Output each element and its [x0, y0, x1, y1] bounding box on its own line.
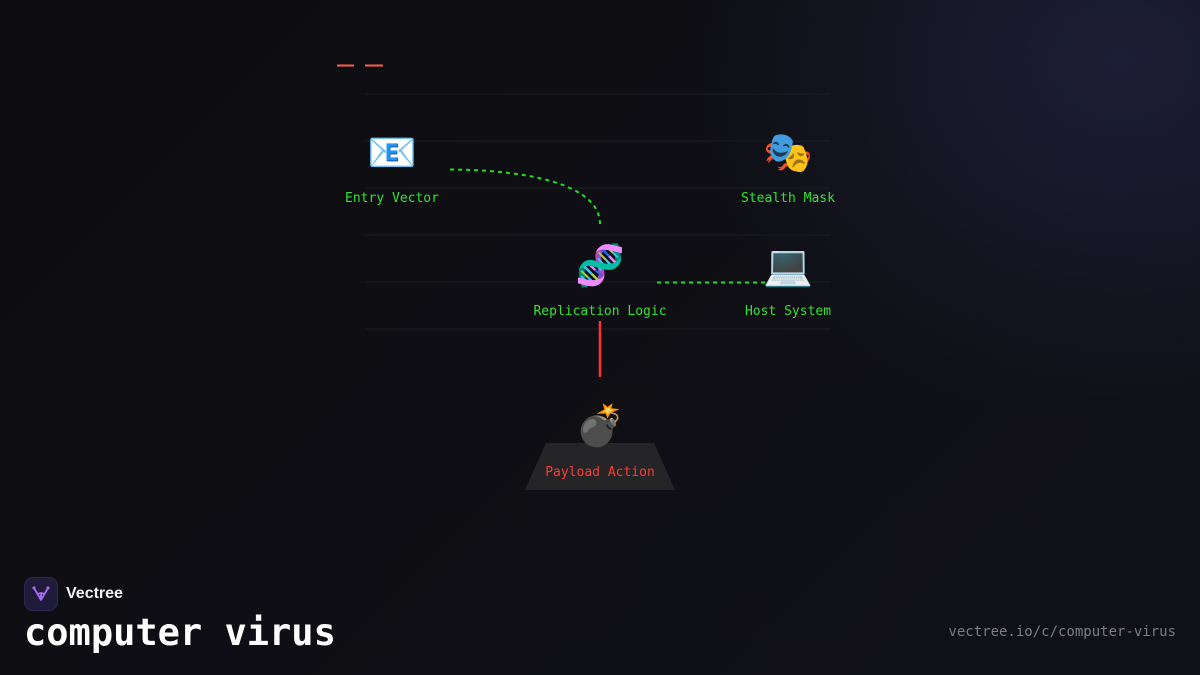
masks-icon: 🎭: [763, 130, 813, 176]
node-entry-vector[interactable]: 📧 Entry Vector: [345, 130, 439, 206]
dna-icon: 🧬: [575, 241, 625, 289]
source-url[interactable]: vectree.io/c/computer-virus: [948, 624, 1176, 640]
node-host-system[interactable]: 💻 Host System: [745, 243, 831, 319]
node-label: Payload Action: [545, 465, 655, 480]
laptop-icon: 💻: [763, 243, 813, 289]
pedestal-layer: [525, 443, 675, 490]
gridlines: [365, 93, 830, 330]
bomb-icon: 💣: [575, 402, 625, 451]
node-payload-action[interactable]: 💣 Payload Action: [545, 402, 655, 480]
payload-pedestal: [525, 443, 675, 490]
node-label: Entry Vector: [345, 191, 439, 206]
envelope-icon: 📧: [367, 130, 417, 176]
edges: [449, 168, 768, 377]
node-label: Stealth Mask: [741, 191, 835, 206]
node-label: Replication Logic: [533, 304, 666, 319]
vectree-logo-icon: [24, 577, 58, 611]
brand: Vectree: [24, 577, 123, 611]
node-replication-logic[interactable]: 🧬 Replication Logic: [533, 241, 666, 319]
nodes: 📧 Entry Vector 🎭 Stealth Mask 🧬 Replication L…: [345, 130, 835, 480]
node-stealth-mask[interactable]: 🎭 Stealth Mask: [741, 130, 835, 206]
edge-entry-vector-to-replication-logic: [449, 168, 601, 225]
page-title: computer virus: [24, 611, 336, 654]
brand-name: Vectree: [66, 585, 123, 602]
node-label: Host System: [745, 304, 831, 319]
